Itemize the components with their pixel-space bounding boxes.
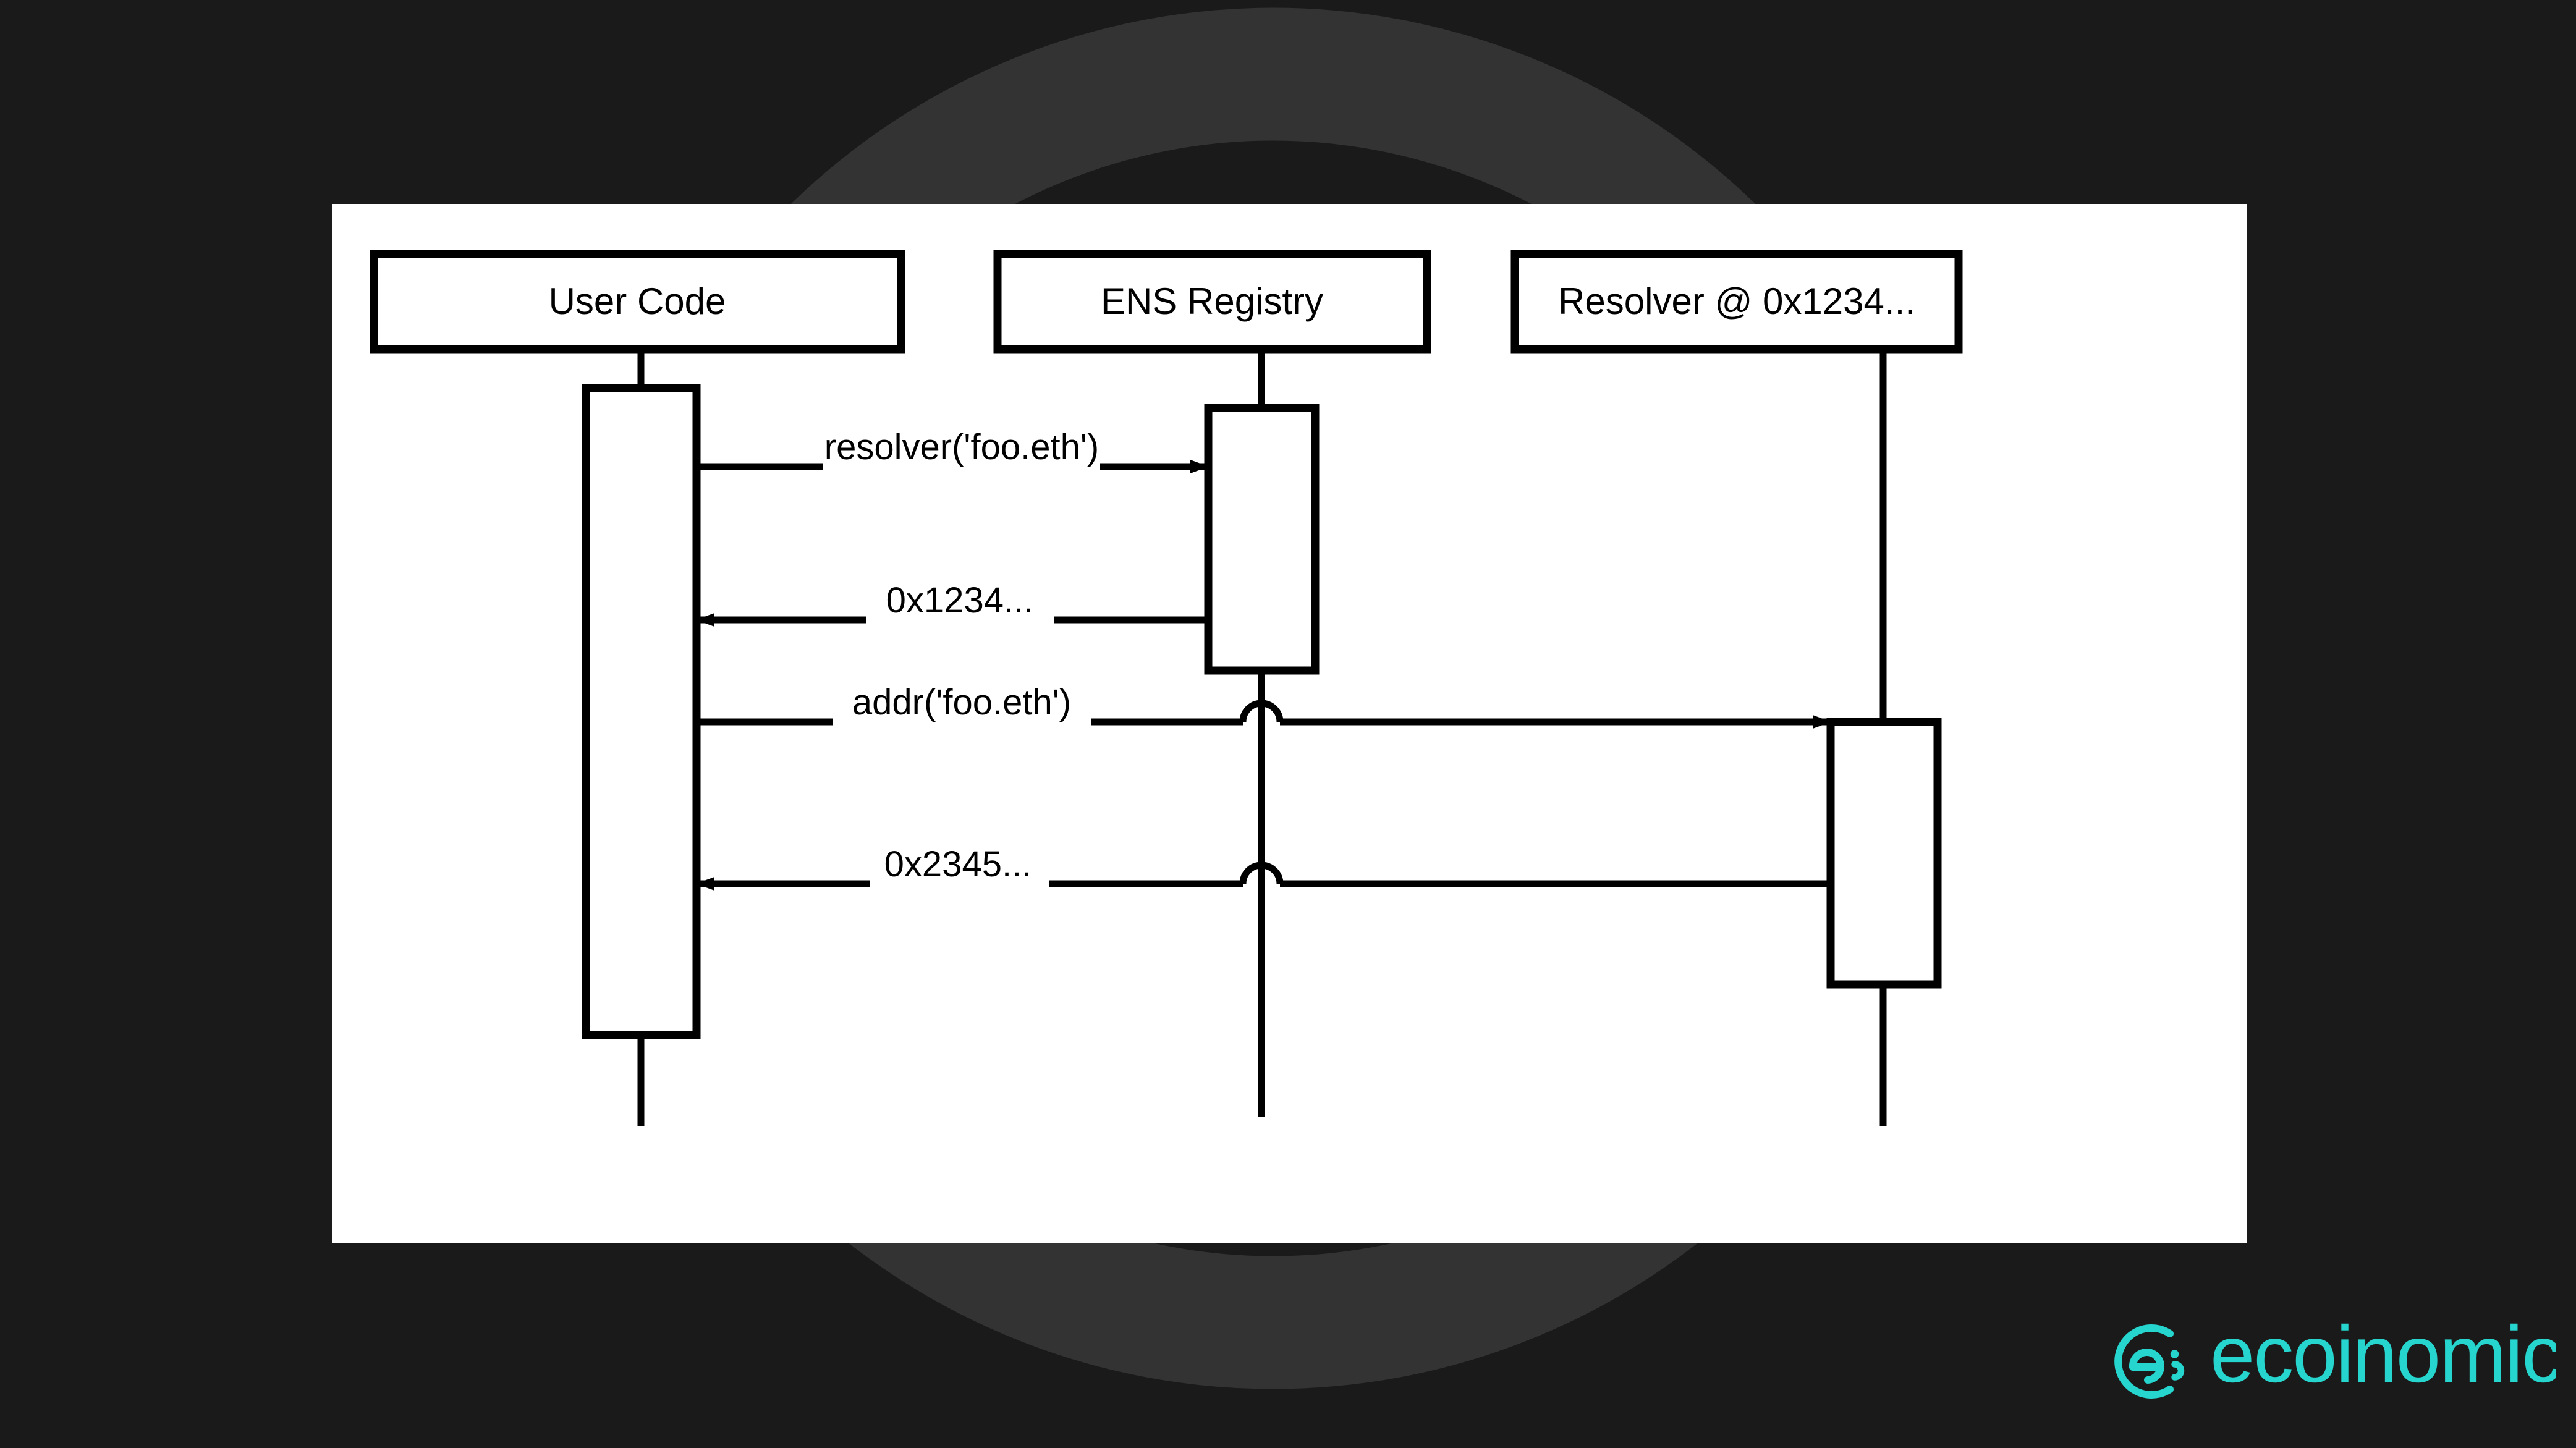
message-2-label: 0x1234...	[886, 580, 1034, 620]
participant-resolver[interactable]: Resolver @ 0x1234...	[1510, 250, 1963, 354]
message-2-resolver-return[interactable]: 0x1234...	[696, 580, 1208, 627]
participant-ens-registry[interactable]: ENS Registry	[993, 250, 1431, 354]
message-4-addr-return[interactable]: 0x2345...	[696, 844, 1831, 891]
message-3-addr-call[interactable]: addr('foo.eth')	[697, 682, 1831, 729]
activation-bar-user-code[interactable]	[582, 384, 701, 1039]
message-4-label: 0x2345...	[884, 844, 1032, 884]
brand-watermark: ecoinomic	[2101, 1309, 2556, 1414]
message-3-label: addr('foo.eth')	[852, 682, 1071, 722]
message-1-label: resolver('foo.eth')	[824, 427, 1099, 467]
sequence-diagram-canvas: User Code ENS Registry Resolver @ 0x1234…	[370, 250, 1963, 1126]
activation-bar-resolver[interactable]	[1826, 718, 1942, 989]
participant-user-code[interactable]: User Code	[370, 250, 905, 354]
ecoinomic-circle-e-icon	[2114, 1324, 2185, 1399]
participant-ens-registry-label: ENS Registry	[1101, 281, 1323, 322]
message-3-line-jump-arc	[1239, 700, 1284, 722]
diagram-panel: User Code ENS Registry Resolver @ 0x1234…	[332, 204, 2247, 1243]
ecoinomic-wordmark: ecoinomic	[2210, 1315, 2556, 1399]
participant-boxes: User Code ENS Registry Resolver @ 0x1234…	[370, 250, 1963, 354]
message-1-resolver-call[interactable]: resolver('foo.eth')	[697, 427, 1209, 473]
activation-bars	[582, 384, 1942, 1039]
brand-name-text: ecoinomic	[2210, 1315, 2556, 1399]
participant-resolver-label: Resolver @ 0x1234...	[1558, 281, 1915, 322]
participant-user-code-label: User Code	[549, 281, 726, 322]
activation-bar-ens-registry[interactable]	[1204, 404, 1320, 675]
message-4-line-jump-arc	[1239, 862, 1284, 884]
